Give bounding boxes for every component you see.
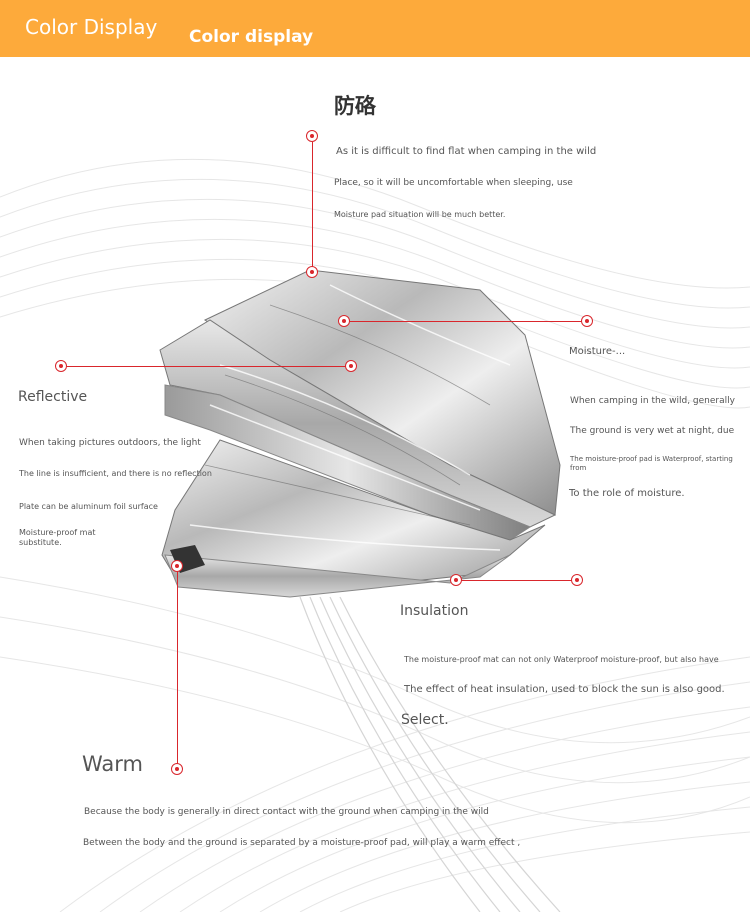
left-line-1: When taking pictures outdoors, the light xyxy=(19,438,201,448)
warm-line-1: Because the body is generally in direct … xyxy=(84,807,489,817)
right-line-3: The moisture-proof pad is Waterproof, st… xyxy=(570,455,733,472)
top-desc-line-1: As it is difficult to find flat when cam… xyxy=(336,146,597,157)
top-desc-line-3: Moisture pad situation will be much bett… xyxy=(334,210,506,219)
foil-mat-image xyxy=(159,269,561,598)
insulation-section-label: Insulation xyxy=(400,603,469,619)
left-line-5: substitute. xyxy=(19,538,62,547)
left-line-2: The line is insufficient, and there is n… xyxy=(19,469,212,478)
top-callout-line xyxy=(312,142,313,272)
page-title: 防硌 xyxy=(334,94,376,118)
background-swirl xyxy=(0,158,750,912)
warm-anchor-dot xyxy=(171,560,183,572)
insulation-anchor-dot xyxy=(450,574,462,586)
left-line-3: Plate can be aluminum foil surface xyxy=(19,502,158,511)
right-line-4: To the role of moisture. xyxy=(569,488,685,499)
left-callout-dot xyxy=(55,360,67,372)
right-callout-line xyxy=(344,321,587,322)
header-banner: Color Display Color display xyxy=(0,0,750,57)
right-line-1: When camping in the wild, generally xyxy=(570,396,735,406)
insulation-callout-line xyxy=(456,580,577,581)
top-callout-dot xyxy=(306,130,318,142)
header-title-right: Color display xyxy=(189,27,314,47)
left-callout-line xyxy=(61,366,351,367)
warm-callout-dot xyxy=(171,763,183,775)
insulation-line-2: The effect of heat insulation, used to b… xyxy=(404,684,725,695)
insulation-line-1: The moisture-proof mat can not only Wate… xyxy=(404,655,719,664)
insulation-line-3: Select. xyxy=(401,712,449,728)
insulation-callout-dot xyxy=(571,574,583,586)
left-line-4: Moisture-proof mat xyxy=(19,528,96,537)
warm-section-label: Warm xyxy=(82,752,144,776)
header-title-left: Color Display xyxy=(25,15,158,39)
right-section-label: Moisture-... xyxy=(569,346,626,357)
right-anchor-dot xyxy=(338,315,350,327)
left-section-label: Reflective xyxy=(18,389,88,405)
warm-line-2: Between the body and the ground is separ… xyxy=(83,838,521,848)
left-anchor-dot xyxy=(345,360,357,372)
top-anchor-dot xyxy=(306,266,318,278)
right-callout-dot xyxy=(581,315,593,327)
right-line-2: The ground is very wet at night, due xyxy=(570,426,735,436)
top-desc-line-2: Place, so it will be uncomfortable when … xyxy=(334,178,573,188)
warm-callout-line xyxy=(177,566,178,769)
